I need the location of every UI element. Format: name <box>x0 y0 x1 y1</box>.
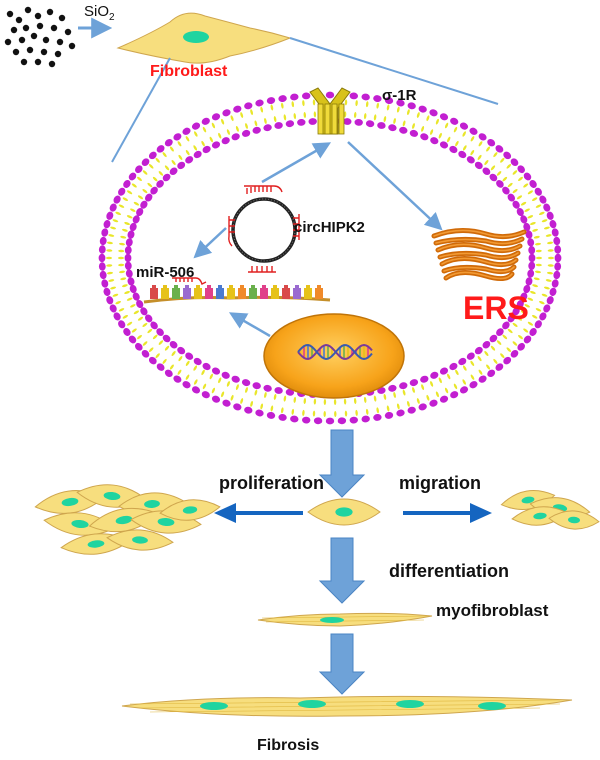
fibroblast-label: Fibroblast <box>150 63 228 80</box>
lateral-arrows <box>214 503 492 523</box>
zoom-lines <box>111 37 499 163</box>
fibroblast-cell-icon <box>116 12 292 64</box>
sigma-1-receptor-icon <box>309 87 351 135</box>
fibroblast-cells <box>34 484 600 555</box>
nucleus-icon <box>263 313 405 399</box>
sigma-receptor-label: σ-1R <box>382 87 417 104</box>
myofibroblast-cell-icon <box>257 612 433 627</box>
dna-helix-icon <box>297 343 373 361</box>
fibrosis-label: Fibrosis <box>257 737 320 754</box>
cell-membrane <box>98 91 562 425</box>
ers-label: ERS <box>463 290 529 326</box>
endoplasmic-reticulum-icon <box>431 228 527 282</box>
circrna-label: circHIPK2 <box>294 219 365 236</box>
myofibroblast-label: myofibroblast <box>436 601 549 620</box>
differentiation-label: differentiation <box>389 561 509 581</box>
circrna-ring-icon <box>228 185 300 273</box>
migration-label: migration <box>399 473 482 493</box>
mirna-strand-icon <box>143 277 331 304</box>
fibrosis-cells-icon <box>121 695 573 717</box>
proliferation-label: proliferation <box>219 473 325 493</box>
process-arrows <box>318 429 366 695</box>
silica-particles-icon <box>4 6 76 68</box>
sio2-label: SiO2 <box>84 3 115 23</box>
pathway-arrows <box>193 141 443 338</box>
mirna-label: miR-506 <box>136 264 195 281</box>
